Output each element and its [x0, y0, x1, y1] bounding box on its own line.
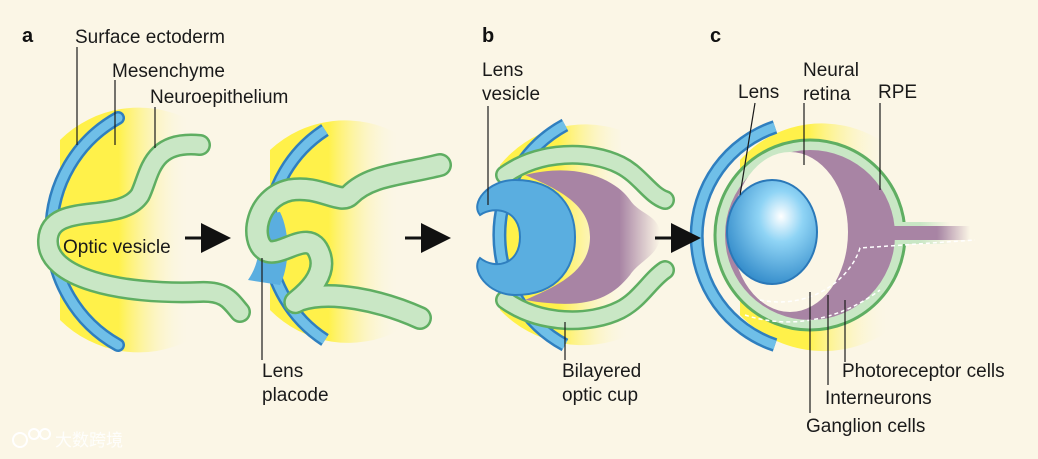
watermark-logo-icon — [12, 432, 28, 448]
label-neural-retina-line1: Neural — [803, 60, 859, 81]
stage-c-mature-eye — [689, 120, 976, 352]
label-rpe: RPE — [878, 82, 917, 103]
watermark: 大数跨境 — [12, 428, 123, 451]
optic-cup-retina-b — [525, 170, 660, 304]
optic-nerve-inner — [860, 226, 970, 240]
label-bilayered-line2: optic cup — [562, 385, 638, 406]
neuroepithelium-a2 — [247, 155, 450, 328]
panel-letter-a: a — [22, 25, 34, 47]
label-optic-vesicle: Optic vesicle — [63, 237, 171, 258]
label-neural-retina-line2: retina — [803, 84, 851, 105]
label-lens-vesicle-line2: vesicle — [482, 84, 540, 105]
leader-lines — [76, 47, 881, 413]
label-lens-placode-line1: Lens — [262, 361, 303, 382]
label-mesenchyme: Mesenchyme — [112, 61, 225, 82]
lens-vesicle-shape — [476, 178, 577, 297]
watermark-text: 大数跨境 — [55, 431, 123, 451]
label-lens-placode-line2: placode — [262, 385, 329, 406]
label-lens-vesicle-line1: Lens — [482, 60, 523, 81]
label-neuroepithelium: Neuroepithelium — [150, 87, 288, 108]
label-surface-ectoderm: Surface ectoderm — [75, 27, 225, 48]
label-interneurons: Interneurons — [825, 388, 932, 409]
leader-lens — [739, 102, 756, 196]
panel-letter-b: b — [482, 25, 494, 47]
panel-letter-c: c — [710, 25, 721, 47]
stage-a-optic-vesicle — [37, 107, 251, 353]
label-bilayered-line1: Bilayered — [562, 361, 641, 382]
lens-shape — [726, 179, 818, 285]
stage-b-optic-cup — [476, 118, 675, 352]
label-lens: Lens — [738, 82, 779, 103]
label-photoreceptor-cells: Photoreceptor cells — [842, 361, 1005, 382]
stage-a-lens-placode — [245, 120, 452, 346]
label-ganglion-cells: Ganglion cells — [806, 416, 925, 437]
